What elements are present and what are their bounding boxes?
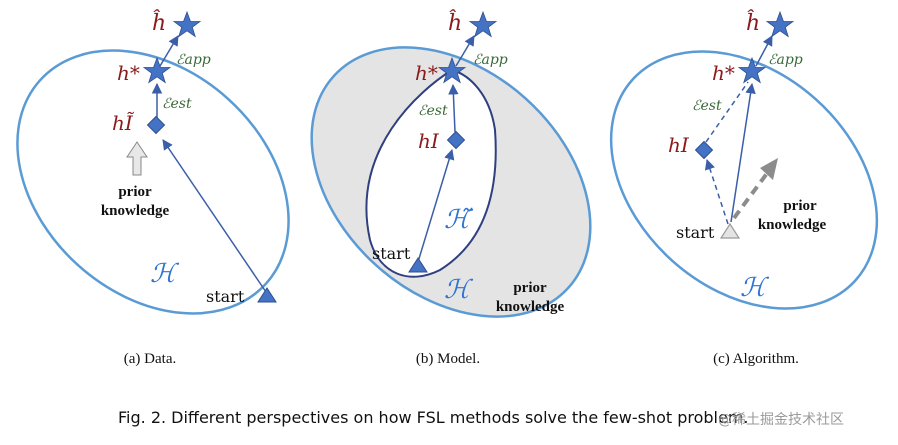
start-label: start [676,223,715,242]
watermark: @稀土掘金技术社区 [718,412,844,428]
prior-knowledge-arrow-icon [126,141,148,176]
path-start-to-hi [417,148,455,263]
hstar-star-marker [437,56,467,84]
hstar-star-marker [737,56,767,84]
path-hi-to-hstar-dashed [705,81,749,143]
prior-knowledge-line2: knowledge [758,217,827,233]
hstar-star-marker [142,56,172,84]
hypothesis-space-label: ℋ [150,259,180,289]
prior-knowledge-line1: prior [513,280,547,296]
hhat-star-marker [172,10,202,38]
prior-knowledge-line2: knowledge [101,203,170,219]
panel-data: ĥ h* ℰapp ℰest hĨ prior knowledge ℋ star… [16,9,290,367]
e-est-label: ℰest [692,98,722,114]
constrained-subspace-region [365,68,497,278]
subspace-label: ℋ̃ [444,205,474,235]
e-app-label: ℰapp [473,52,508,68]
start-label: start [206,287,245,306]
hhat-star-marker [468,10,498,38]
start-label: start [372,244,411,263]
path-start-to-hi [162,139,267,293]
prior-knowledge-line2: knowledge [496,299,565,315]
h-star-label: h* [712,61,735,85]
prior-knowledge-line1: prior [118,184,152,200]
hypothesis-space-label: ℋ [444,275,474,305]
path-start-to-hi-dashed [704,159,729,225]
figure-caption: Fig. 2. Different perspectives on how FS… [118,408,749,427]
panel-model: ĥ h* ℰapp ℰest hI ℋ̃ start ℋ prior knowl… [310,9,592,367]
prior-knowledge-direction-line [732,170,770,220]
hi-diamond-marker [694,140,714,160]
e-app-label: ℰapp [176,52,211,68]
path-hstar-to-hhat [755,35,773,67]
h-i-label: hI [668,133,690,157]
start-triangle-marker [719,222,741,239]
e-est-label: ℰest [418,103,448,119]
hi-diamond-marker [446,130,466,150]
h-i-label: hI [418,129,440,153]
hypothesis-space-label: ℋ [740,273,770,303]
start-triangle-marker [408,257,428,273]
subcaption-c: (c) Algorithm. [713,351,799,367]
hypothesis-space-ellipse [609,50,879,310]
h-hat-label: ĥ [746,9,760,36]
hhat-star-marker [765,10,795,38]
h-star-label: h* [117,61,140,85]
subcaption-a: (a) Data. [124,351,176,367]
panel-algorithm: ĥ h* ℰapp ℰest hI prior knowledge start … [609,9,879,367]
path-hstar-to-hhat [455,35,475,67]
start-triangle-marker [257,287,277,303]
path-hstar-to-hhat [159,35,179,67]
h-hat-label: ĥ [448,9,462,36]
h-hat-label: ĥ [152,9,166,36]
subcaption-b: (b) Model. [416,351,480,367]
hi-diamond-marker [146,115,166,135]
e-app-label: ℰapp [768,52,803,68]
e-est-label: ℰest [162,96,192,112]
h-star-label: h* [415,61,438,85]
hypothesis-space-ellipse [16,49,290,315]
h-i-label: hĨ [112,111,135,135]
path-hi-to-hstar [448,83,459,133]
path-start-to-hstar [730,82,756,223]
prior-knowledge-line1: prior [783,198,817,214]
prior-knowledge-direction-arrowhead-icon [760,158,778,180]
